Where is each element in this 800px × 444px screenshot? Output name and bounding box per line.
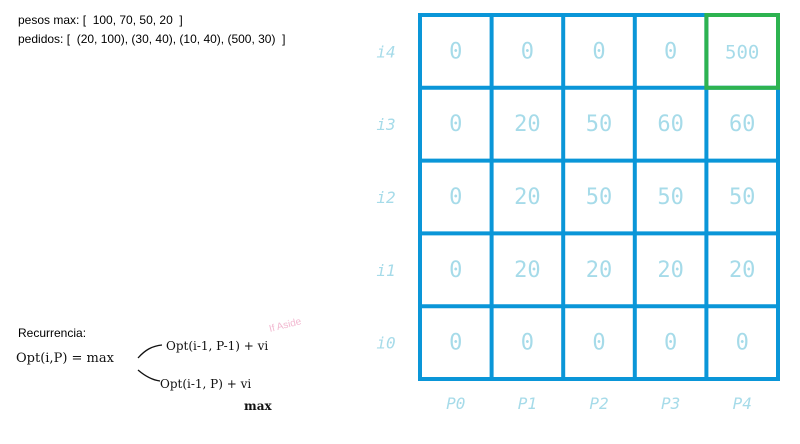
column-label: P4: [733, 394, 752, 413]
row-label: i2: [376, 188, 395, 207]
cell-value-i0-P4: 0: [736, 331, 749, 356]
cell-value-i1-P3: 20: [657, 258, 684, 283]
grid-border: [418, 13, 780, 381]
cell-value-i2-P2: 50: [586, 185, 613, 210]
cell-value-i1-P2: 20: [586, 258, 613, 283]
cell-value-i1-P4: 20: [729, 258, 756, 283]
cell-value-i3-P2: 50: [586, 112, 613, 137]
cell-value-i0-P2: 0: [592, 331, 605, 356]
cell-value-i1-P0: 0: [449, 258, 462, 283]
row-label: i3: [376, 115, 395, 134]
recurrence-label: Recurrencia:: [18, 326, 87, 340]
cell-value-i0-P1: 0: [521, 331, 534, 356]
cell-value-i3-P4: 60: [729, 112, 756, 137]
column-label: P3: [661, 394, 680, 413]
cell-value-i4-P0: 0: [449, 39, 462, 64]
recurrence-branch-top: Opt(i-1, P-1) + vi: [166, 339, 268, 353]
cell-value-i4-P4: 500: [725, 41, 759, 63]
cell-value-i4-P3: 0: [664, 39, 677, 64]
cell-value-i0-P3: 0: [664, 331, 677, 356]
column-label: P0: [446, 394, 465, 413]
row-labels: i4 i3 i2 i1 i0: [376, 42, 395, 352]
recurrence-max-label: max: [244, 399, 272, 413]
cell-value-i2-P3: 50: [657, 185, 684, 210]
row-label: i0: [376, 334, 395, 353]
row-label: i4: [376, 42, 395, 61]
column-labels: P0 P1 P2 P3 P4: [446, 394, 752, 413]
highlighted-cell: [704, 13, 781, 90]
cell-value-i2-P1: 20: [514, 185, 541, 210]
cell-value-i2-P0: 0: [449, 185, 462, 210]
pesos-label: pesos max: [ 100, 70, 50, 20 ]: [18, 13, 183, 27]
branch-bottom-stroke: [137, 369, 161, 382]
recurrence-formula: Opt(i,P) = max Opt(i-1, P-1) + vi Opt(i-…: [16, 316, 303, 413]
column-label: P1: [518, 394, 537, 413]
cell-value-i4-P1: 0: [521, 39, 534, 64]
cell-value-i4-P2: 0: [592, 39, 605, 64]
recurrence-annotation: If Aside: [268, 316, 303, 335]
cell-value-i0-P0: 0: [449, 331, 462, 356]
cell-value-i3-P0: 0: [449, 112, 462, 137]
row-label: i1: [376, 261, 395, 280]
column-label: P2: [589, 394, 608, 413]
branch-top-stroke: [137, 344, 163, 359]
cell-value-i1-P1: 20: [514, 258, 541, 283]
cell-value-i3-P3: 60: [657, 112, 684, 137]
recurrence-lhs: Opt(i,P) = max: [16, 351, 115, 366]
pedidos-label: pedidos: [ (20, 100), (30, 40), (10, 40)…: [18, 32, 286, 46]
recurrence-branch-bottom: Opt(i-1, P) + vi: [160, 377, 251, 391]
cell-value-i3-P1: 20: [514, 112, 541, 137]
cell-value-i2-P4: 50: [729, 185, 756, 210]
